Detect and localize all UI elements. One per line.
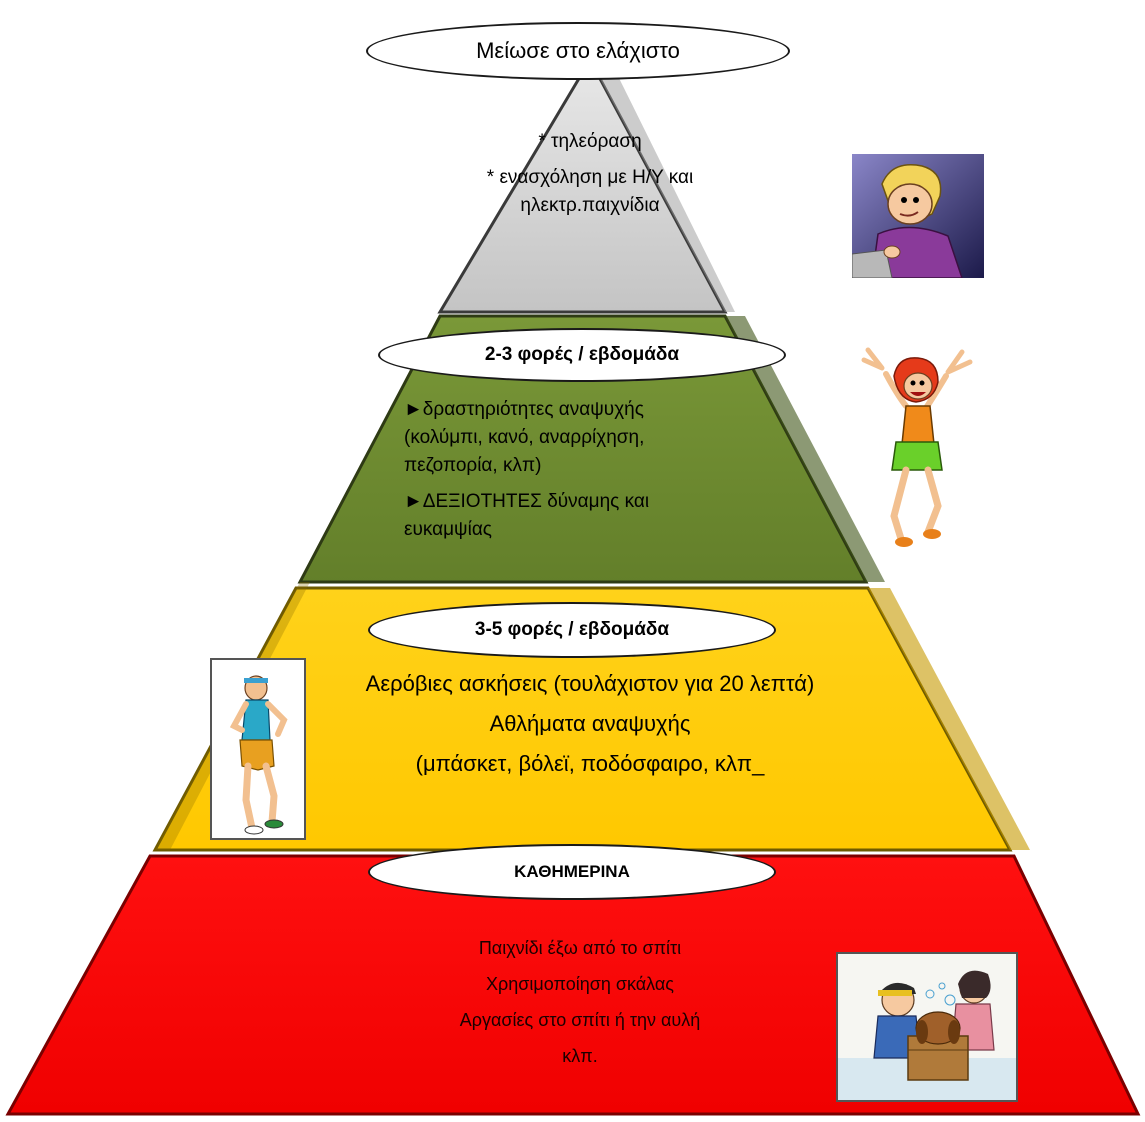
jumping-girl-illustration	[861, 347, 973, 547]
tier-yellow-label: 3-5 φορές / εβδομάδα	[368, 602, 776, 658]
tier-green-line: (κολύμπι, κανό, αναρρίχηση,	[404, 427, 645, 448]
tier-yellow-line: Αερόβιες ασκήσεις (τουλάχιστον για 20 λε…	[365, 671, 815, 696]
tier-green-line: ►δραστηριότητες αναψυχής	[404, 399, 644, 420]
computer-user-illustration	[852, 154, 984, 278]
kids-washing-dog-illustration	[838, 954, 1016, 1100]
tier-top-line: * τηλεόραση	[538, 131, 642, 152]
runner-illustration-frame	[210, 658, 306, 840]
tier-top-line: ηλεκτρ.παιχνίδια	[520, 195, 660, 216]
runner-illustration	[229, 675, 288, 835]
tier-green-line: πεζοπορία, κλπ)	[404, 455, 542, 476]
tier-yellow-line: (μπάσκετ, βόλεϊ, ποδόσφαιρο, κλπ_	[415, 751, 765, 776]
tier-top-line: * ενασχόληση με Η/Υ και	[486, 167, 694, 188]
tier-red-label-text: ΚΑΘΗΜΕΡΙΝΑ	[514, 862, 630, 881]
tier-red-text: Παιχνίδι έξω από το σπίτι Χρησιμοποίηση …	[400, 930, 760, 1074]
tier-red-line: κλπ.	[562, 1046, 598, 1066]
kids-washing-dog-frame	[836, 952, 1018, 1102]
tier-green-line: ευκαμψίας	[404, 519, 492, 540]
tier-yellow-label-text: 3-5 φορές / εβδομάδα	[474, 619, 670, 640]
tier-red-line: Χρησιμοποίηση σκάλας	[486, 974, 674, 994]
tier-green-text: ►δραστηριότητες αναψυχής (κολύμπι, κανό,…	[404, 396, 734, 544]
tier-red-line: Αργασίες στο σπίτι ή την αυλή	[459, 1010, 701, 1030]
tier-top-text: * τηλεόραση * ενασχόληση με Η/Υ και ηλεκ…	[440, 128, 740, 220]
tier-red-line: Παιχνίδι έξω από το σπίτι	[478, 938, 682, 958]
tier-green-line: ►ΔΕΞΙΟΤΗΤΕΣ δύναμης και	[404, 491, 650, 512]
tier-green-label: 2-3 φορές / εβδομάδα	[378, 328, 786, 382]
tier-green-label-text: 2-3 φορές / εβδομάδα	[484, 344, 680, 365]
tier-yellow-line: Αθλήματα αναψυχής	[489, 711, 691, 736]
tier-top-label-text: Μείωσε στο ελάχιστο	[476, 38, 680, 63]
tier-top-label: Μείωσε στο ελάχιστο	[366, 22, 790, 80]
tier-yellow-text: Αερόβιες ασκήσεις (τουλάχιστον για 20 λε…	[300, 664, 880, 784]
tier-red-label: ΚΑΘΗΜΕΡΙΝΑ	[368, 844, 776, 900]
